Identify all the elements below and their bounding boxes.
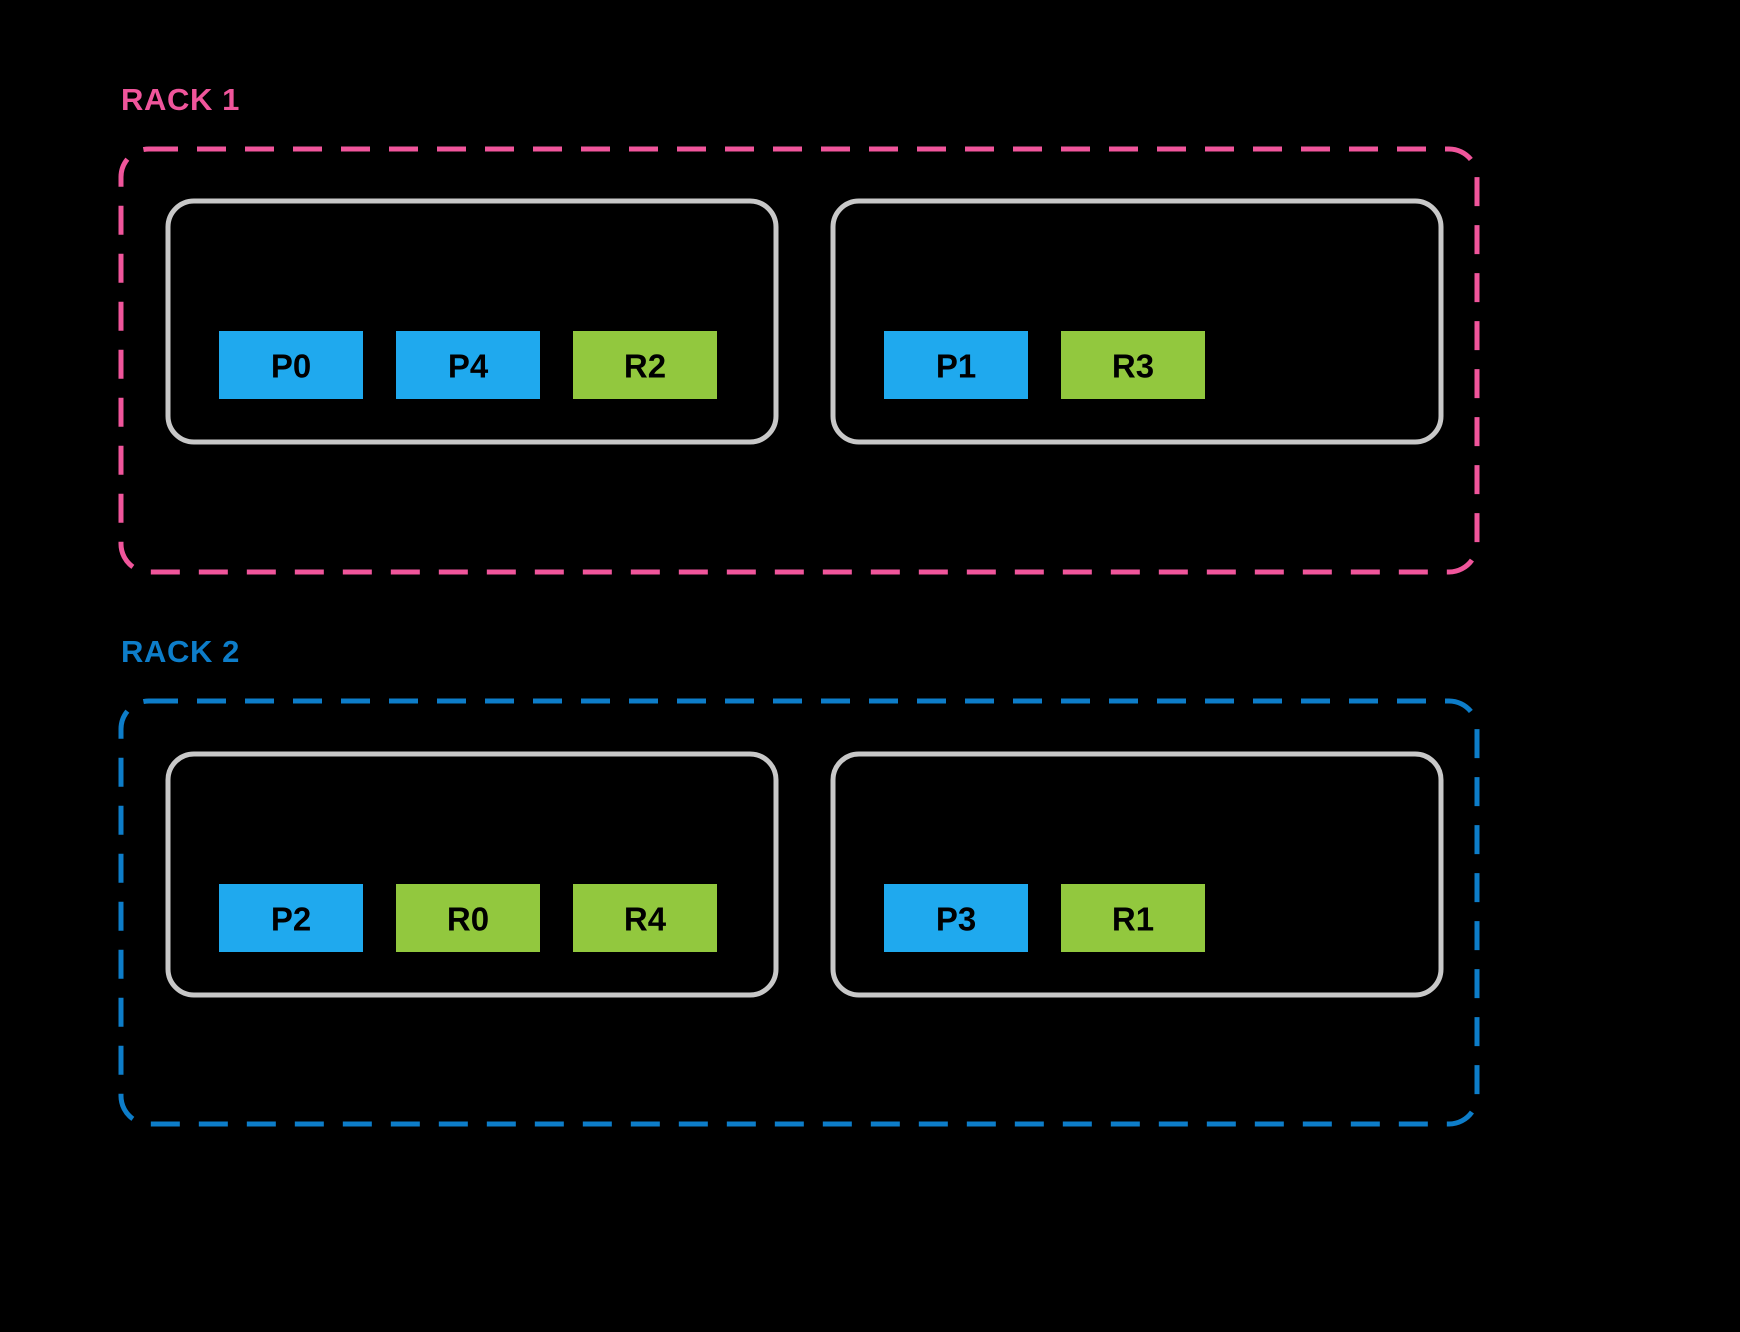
cell-box-r2[interactable]: [573, 331, 717, 399]
cell-label-p4: P4: [448, 348, 489, 385]
rack-boundary-2: [118, 698, 1480, 1127]
cell-box-p3[interactable]: [884, 884, 1028, 952]
cell-label-p3: P3: [936, 901, 976, 938]
cell-label-r3: R3: [1112, 348, 1154, 385]
broker-box-2-1: [165, 751, 779, 998]
cell-box-p0[interactable]: [219, 331, 363, 399]
cell-box-r4[interactable]: [573, 884, 717, 952]
broker-box-2-2: [830, 751, 1444, 998]
rack-boundary-1: [118, 146, 1480, 575]
rack-label-2: RACK 2: [121, 634, 240, 669]
cell-box-p4[interactable]: [396, 331, 540, 399]
cell-box-p1[interactable]: [884, 331, 1028, 399]
cell-label-r4: R4: [624, 901, 667, 938]
cell-box-r1[interactable]: [1061, 884, 1205, 952]
cell-label-p0: P0: [271, 348, 311, 385]
rack-label-1: RACK 1: [121, 82, 240, 117]
cell-label-r0: R0: [447, 901, 489, 938]
cell-box-p2[interactable]: [219, 884, 363, 952]
cell-box-r3[interactable]: [1061, 331, 1205, 399]
cell-label-r1: R1: [1112, 901, 1154, 938]
cell-box-r0[interactable]: [396, 884, 540, 952]
broker-box-1-1: [165, 198, 779, 445]
cell-label-p1: P1: [936, 348, 976, 385]
broker-box-1-2: [830, 198, 1444, 445]
cell-label-r2: R2: [624, 348, 666, 385]
cell-label-p2: P2: [271, 901, 311, 938]
